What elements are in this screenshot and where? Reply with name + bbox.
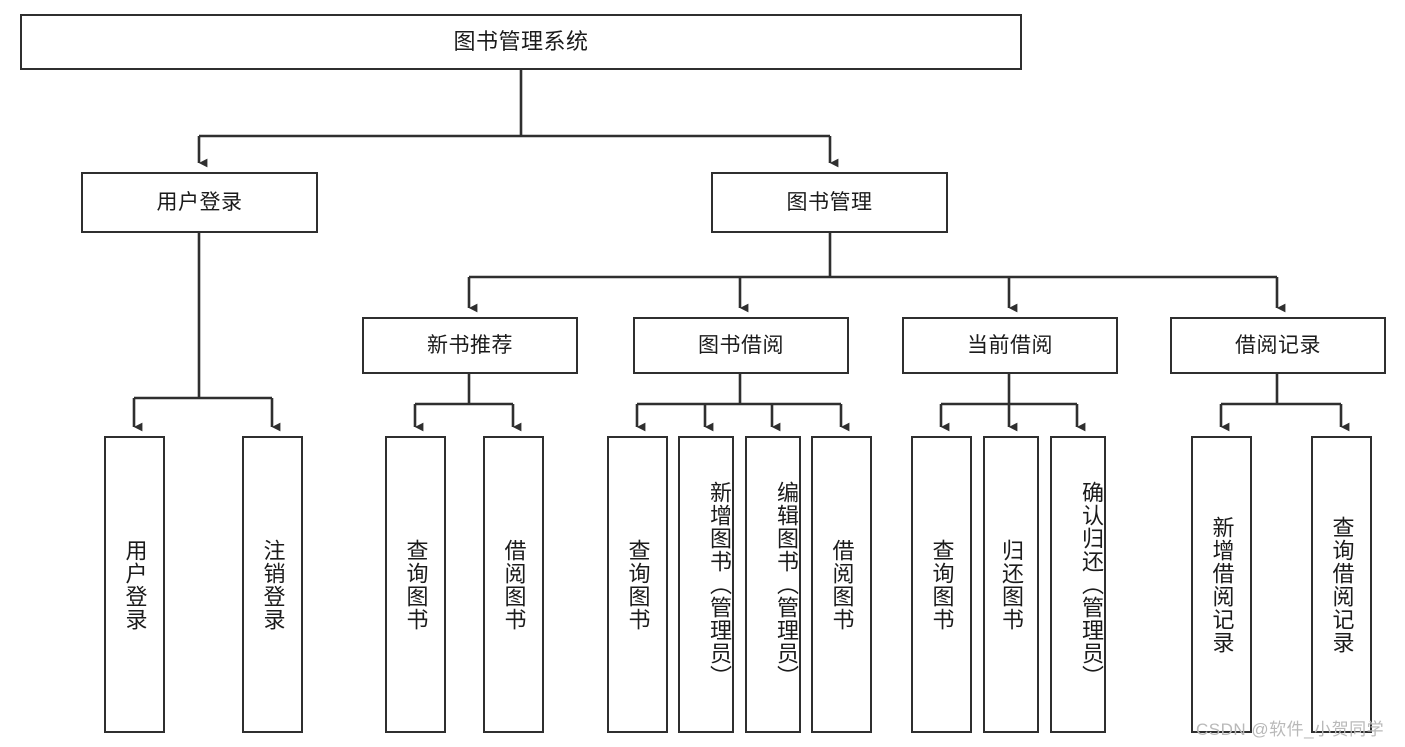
leaf-current-borrow-return-book[interactable]: 归还图书 (983, 436, 1039, 733)
leaf-current-borrow-confirm-return-admin[interactable]: 确认归还（管理员） (1050, 436, 1106, 733)
node-current-borrow[interactable]: 当前借阅 (902, 317, 1118, 374)
leaf-book-borrow-edit-book-admin[interactable]: 编辑图书（管理员） (745, 436, 801, 733)
leaf-new-book-query-book[interactable]: 查询图书 (385, 436, 446, 733)
leaf-book-borrow-borrow-book[interactable]: 借阅图书 (811, 436, 872, 733)
leaf-user-login-logout[interactable]: 注销登录 (242, 436, 303, 733)
leaf-user-login-login[interactable]: 用户登录 (104, 436, 165, 733)
node-root-system[interactable]: 图书管理系统 (20, 14, 1022, 70)
node-new-book-recommend[interactable]: 新书推荐 (362, 317, 578, 374)
leaf-borrow-record-query-record[interactable]: 查询借阅记录 (1311, 436, 1372, 733)
node-user-login[interactable]: 用户登录 (81, 172, 318, 233)
node-book-management[interactable]: 图书管理 (711, 172, 948, 233)
leaf-book-borrow-query-book[interactable]: 查询图书 (607, 436, 668, 733)
node-borrow-record[interactable]: 借阅记录 (1170, 317, 1386, 374)
node-book-borrow[interactable]: 图书借阅 (633, 317, 849, 374)
leaf-book-borrow-add-book-admin[interactable]: 新增图书（管理员） (678, 436, 734, 733)
leaf-new-book-borrow-book[interactable]: 借阅图书 (483, 436, 544, 733)
csdn-watermark: CSDN @软件_小贺同学 (1196, 720, 1385, 739)
leaf-borrow-record-add-record[interactable]: 新增借阅记录 (1191, 436, 1252, 733)
leaf-current-borrow-query-book[interactable]: 查询图书 (911, 436, 972, 733)
